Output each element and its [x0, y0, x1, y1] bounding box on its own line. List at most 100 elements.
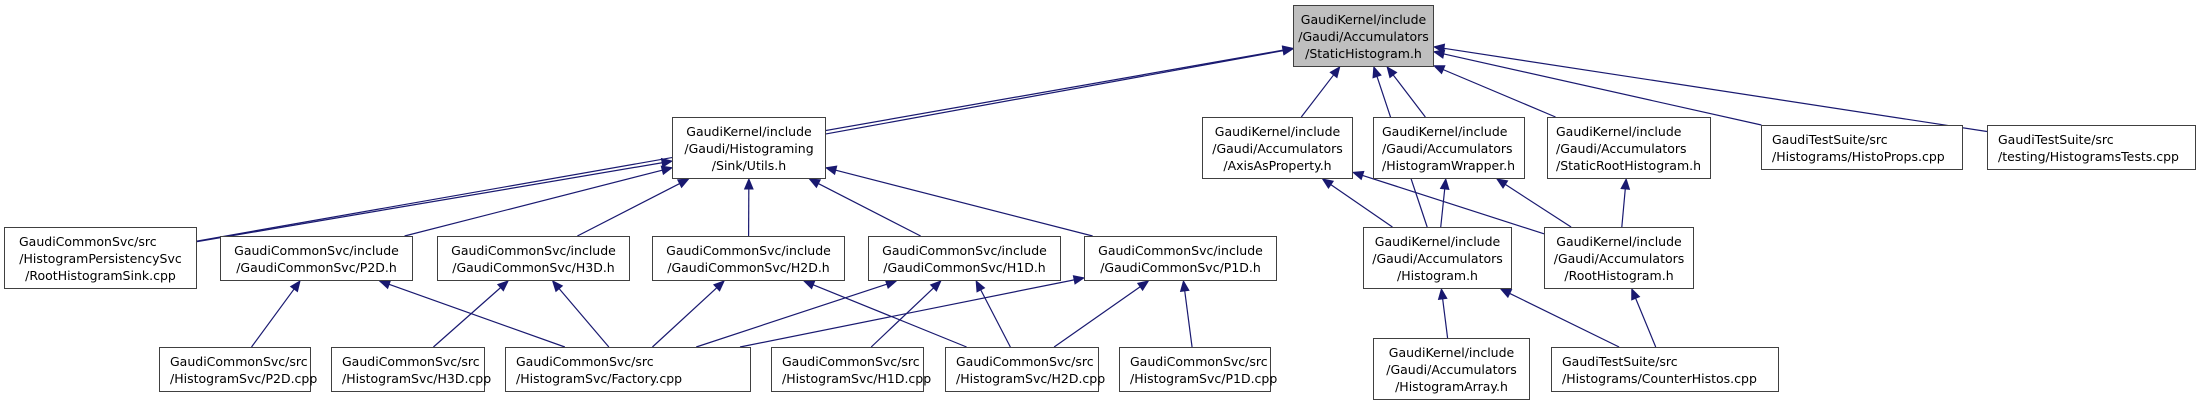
- node-axis-as-property-h[interactable]: GaudiKernel/include /Gaudi/Accumulators …: [1202, 117, 1353, 179]
- edge-line: [433, 287, 501, 348]
- arrowhead-icon: [1439, 177, 1450, 190]
- node-line: GaudiKernel/include: [686, 123, 812, 139]
- node-line: /HistogramSvc/H1D.cpp: [782, 370, 932, 386]
- edge-line: [696, 283, 887, 348]
- node-line: /AxisAsProperty.h: [1223, 157, 1332, 173]
- node-h3d-h[interactable]: GaudiCommonSvc/include /GaudiCommonSvc/H…: [437, 236, 630, 281]
- node-h1d-cpp[interactable]: GaudiCommonSvc/src /HistogramSvc/H1D.cpp: [771, 347, 931, 392]
- edge-histogram_wrapper-to-static_histogram: [1386, 65, 1426, 118]
- node-p1d-h[interactable]: GaudiCommonSvc/include /GaudiCommonSvc/P…: [1084, 236, 1277, 281]
- arrowhead-icon: [743, 177, 754, 190]
- arrowhead-icon: [1321, 178, 1335, 190]
- node-line: /Gaudi/Accumulators: [1553, 250, 1685, 266]
- edge-line: [1053, 286, 1141, 348]
- edge-h3d_h-to-sink_utils: [577, 178, 690, 237]
- node-line: /Sink/Utils.h: [711, 157, 787, 173]
- node-line: /HistogramSvc/H3D.cpp: [342, 370, 492, 386]
- node-line: /Gaudi/Accumulators: [1386, 361, 1517, 377]
- edge-line: [1442, 298, 1449, 339]
- arrowhead-icon: [660, 165, 674, 176]
- node-line: GaudiCommonSvc/include: [882, 242, 1047, 258]
- node-line: GaudiCommonSvc/src: [19, 233, 157, 249]
- edge-line: [1362, 174, 1545, 235]
- arrowhead-icon: [378, 279, 392, 290]
- node-line: /HistogramSvc/Factory.cpp: [516, 370, 683, 386]
- arrowhead-icon: [676, 178, 690, 189]
- node-line: /testing/HistogramsTests.cpp: [1998, 148, 2179, 164]
- edge-line: [404, 169, 663, 237]
- arrowhead-icon: [1495, 178, 1509, 189]
- node-line: /StaticHistogram.h: [1305, 45, 1422, 61]
- node-line: GaudiCommonSvc/src: [170, 353, 308, 369]
- edge-line: [577, 183, 680, 237]
- edge-line: [388, 283, 566, 348]
- arrowhead-icon: [1281, 45, 1295, 56]
- node-line: /Gaudi/Accumulators: [1556, 140, 1687, 156]
- edge-counter_histos-to-root_histogram_h: [1631, 287, 1657, 348]
- node-line: GaudiCommonSvc/include: [234, 242, 399, 258]
- edge-factory_cpp-to-h2d_h: [652, 280, 726, 348]
- node-line: GaudiCommonSvc/src: [342, 353, 480, 369]
- edge-axis_as_property-to-static_histogram: [1300, 65, 1341, 118]
- node-line: /GaudiCommonSvc/H1D.h: [883, 259, 1046, 275]
- node-line: GaudiTestSuite/src: [1562, 353, 1678, 369]
- edge-counter_histos-to-histogram_h: [1499, 288, 1620, 348]
- node-line: GaudiKernel/include: [1556, 233, 1682, 249]
- node-p2d-h[interactable]: GaudiCommonSvc/include /GaudiCommonSvc/P…: [220, 236, 413, 281]
- node-histogram-h[interactable]: GaudiKernel/include /Gaudi/Accumulators …: [1363, 227, 1512, 289]
- node-h2d-cpp[interactable]: GaudiCommonSvc/src /HistogramSvc/H2D.cpp: [945, 347, 1105, 392]
- node-line: GaudiCommonSvc/src: [782, 353, 920, 369]
- node-static-root-histogram-h[interactable]: GaudiKernel/include /Gaudi/Accumulators …: [1547, 117, 1711, 179]
- node-sink-utils-h[interactable]: GaudiKernel/include /Gaudi/Histograming …: [672, 117, 826, 179]
- node-line: GaudiTestSuite/src: [1998, 131, 2114, 147]
- node-factory-cpp[interactable]: GaudiCommonSvc/src /HistogramSvc/Factory…: [505, 347, 751, 392]
- edge-p1d_cpp-to-p1d_h: [1179, 279, 1193, 348]
- arrowhead-icon: [1351, 170, 1365, 181]
- edge-root_histogram_h-to-static_root_histogram: [1620, 177, 1631, 228]
- node-counter-histos-cpp[interactable]: GaudiTestSuite/src /Histograms/CounterHi…: [1551, 347, 1779, 392]
- node-p1d-cpp[interactable]: GaudiCommonSvc/src /HistogramSvc/P1D.cpp: [1119, 347, 1277, 392]
- node-histogram-array-h[interactable]: GaudiKernel/include /Gaudi/Accumulators …: [1373, 338, 1530, 400]
- node-h3d-cpp[interactable]: GaudiCommonSvc/src /HistogramSvc/H3D.cpp: [331, 347, 491, 392]
- edge-p2d_h-to-sink_utils: [404, 165, 674, 237]
- edge-factory_cpp-to-p2d_h: [378, 279, 566, 348]
- edge-line: [1330, 184, 1393, 228]
- node-h1d-h[interactable]: GaudiCommonSvc/include /GaudiCommonSvc/H…: [868, 236, 1061, 281]
- node-histograms-tests-cpp[interactable]: GaudiTestSuite/src /testing/HistogramsTe…: [1987, 125, 2196, 170]
- node-line: GaudiCommonSvc/include: [451, 242, 616, 258]
- arrowhead-icon: [660, 157, 674, 168]
- node-line: /Histograms/CounterHistos.cpp: [1562, 370, 1757, 386]
- edge-line: [1300, 74, 1335, 118]
- arrowhead-icon: [1432, 43, 1446, 54]
- arrowhead-icon: [1631, 287, 1641, 301]
- node-root-histogram-sink-cpp[interactable]: GaudiCommonSvc/src /HistogramPersistency…: [4, 227, 197, 289]
- node-static-histogram-h: GaudiKernel/include /Gaudi/Accumulators …: [1293, 5, 1434, 67]
- edge-static_root_histogram-to-static_histogram: [1432, 65, 1556, 118]
- arrowhead-icon: [884, 279, 898, 289]
- edge-h1d_h-to-sink_utils: [808, 178, 921, 237]
- edge-h3d_cpp-to-h3d_h: [433, 280, 510, 348]
- node-line: GaudiKernel/include: [1382, 123, 1508, 139]
- node-line: /RootHistogramSink.cpp: [25, 267, 176, 283]
- edge-line: [870, 287, 934, 348]
- node-root-histogram-h[interactable]: GaudiKernel/include /Gaudi/Accumulators …: [1544, 227, 1694, 289]
- edge-histogram_array-to-histogram_h: [1437, 287, 1449, 339]
- node-line: GaudiTestSuite/src: [1772, 131, 1888, 147]
- edge-line: [652, 287, 718, 348]
- arrowhead-icon: [808, 178, 822, 189]
- node-p2d-cpp[interactable]: GaudiCommonSvc/src /HistogramSvc/P2D.cpp: [159, 347, 317, 392]
- node-line: /Gaudi/Accumulators: [1212, 140, 1343, 156]
- node-h2d-h[interactable]: GaudiCommonSvc/include /GaudiCommonSvc/H…: [652, 236, 845, 281]
- node-line: /HistogramSvc/P2D.cpp: [170, 370, 318, 386]
- arrowhead-icon: [1432, 65, 1446, 75]
- edge-h2d_cpp-to-h1d_h: [975, 279, 1011, 348]
- node-histo-props-cpp[interactable]: GaudiTestSuite/src /Histograms/HistoProp…: [1761, 125, 1963, 170]
- node-line: /HistogramSvc/H2D.cpp: [956, 370, 1106, 386]
- node-line: GaudiCommonSvc/include: [1098, 242, 1263, 258]
- arrowhead-icon: [551, 280, 564, 293]
- node-histogram-wrapper-h[interactable]: GaudiKernel/include /Gaudi/Accumulators …: [1373, 117, 1525, 179]
- edge-line: [1635, 298, 1657, 348]
- edge-line: [980, 289, 1011, 348]
- node-line: /GaudiCommonSvc/H2D.h: [667, 259, 830, 275]
